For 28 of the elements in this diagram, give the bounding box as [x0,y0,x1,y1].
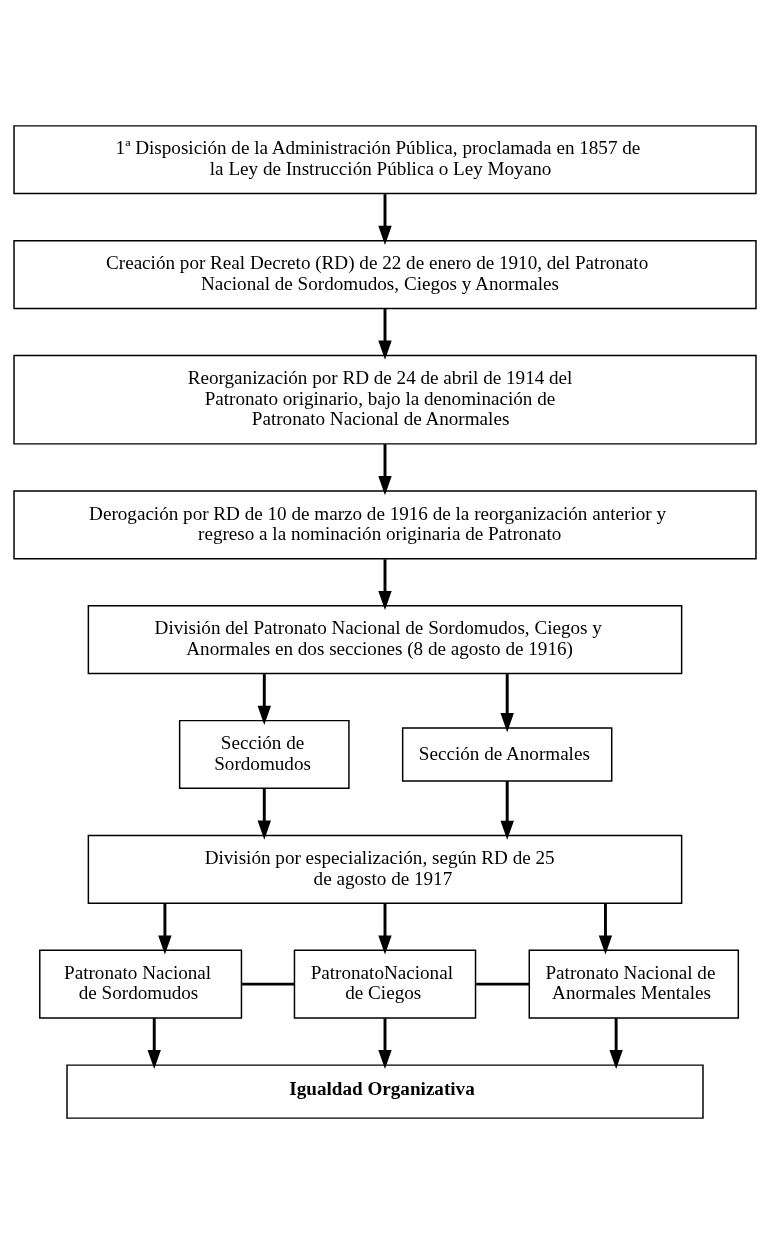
arrow [378,444,392,496]
arrow [378,308,392,360]
node-box: PatronatoNacional de Ciegos [293,949,477,1019]
node-box: Derogación por RD de 10 de marzo de 1916 de la reorganización anterior y regreso a la nominación originaria de Patronato [13,490,757,560]
arrow [598,903,613,955]
arrow [147,1018,161,1070]
node-box: Reorganización por RD de 24 de abril de 1914 del Patronato originario, bajo la denominación de Patronato Nacional de Anormales [13,354,757,445]
node-box: Sección de Sordomudos [178,719,350,790]
arrow [609,1018,623,1070]
node-box: División del Patronato Nacional de Sordomudos, Ciegos y Anormales en dos secciones (8 de agosto de 1916) [87,605,683,675]
node-box: Patronato Nacional de Anormales Mentales [528,949,740,1019]
node-box: Patronato Nacional de Sordomudos [39,949,243,1019]
node-box: 1ª Disposición de la Administración Pública, proclamada en 1857 de la Ley de Instrucción Pública o Ley Moyano [13,125,757,195]
node-box: Sección de Anormales [401,727,613,782]
node-box: Igualdad Organizativa [66,1064,704,1119]
arrow [378,559,392,611]
connector [242,982,295,986]
connector [476,982,530,986]
arrow [378,903,392,955]
arrow [500,674,514,733]
arrow [158,903,172,955]
arrow [378,194,392,245]
arrow [378,1018,392,1070]
arrow [257,674,271,725]
arrow [500,781,514,840]
node-box: División por especialización, según RD de 25 de agosto de 1917 [87,834,683,904]
arrow [257,788,271,840]
node-box: Creación por Real Decreto (RD) de 22 de enero de 1910, del Patronato Nacional de Sordomudos, Ciegos y Anormales [13,240,757,310]
